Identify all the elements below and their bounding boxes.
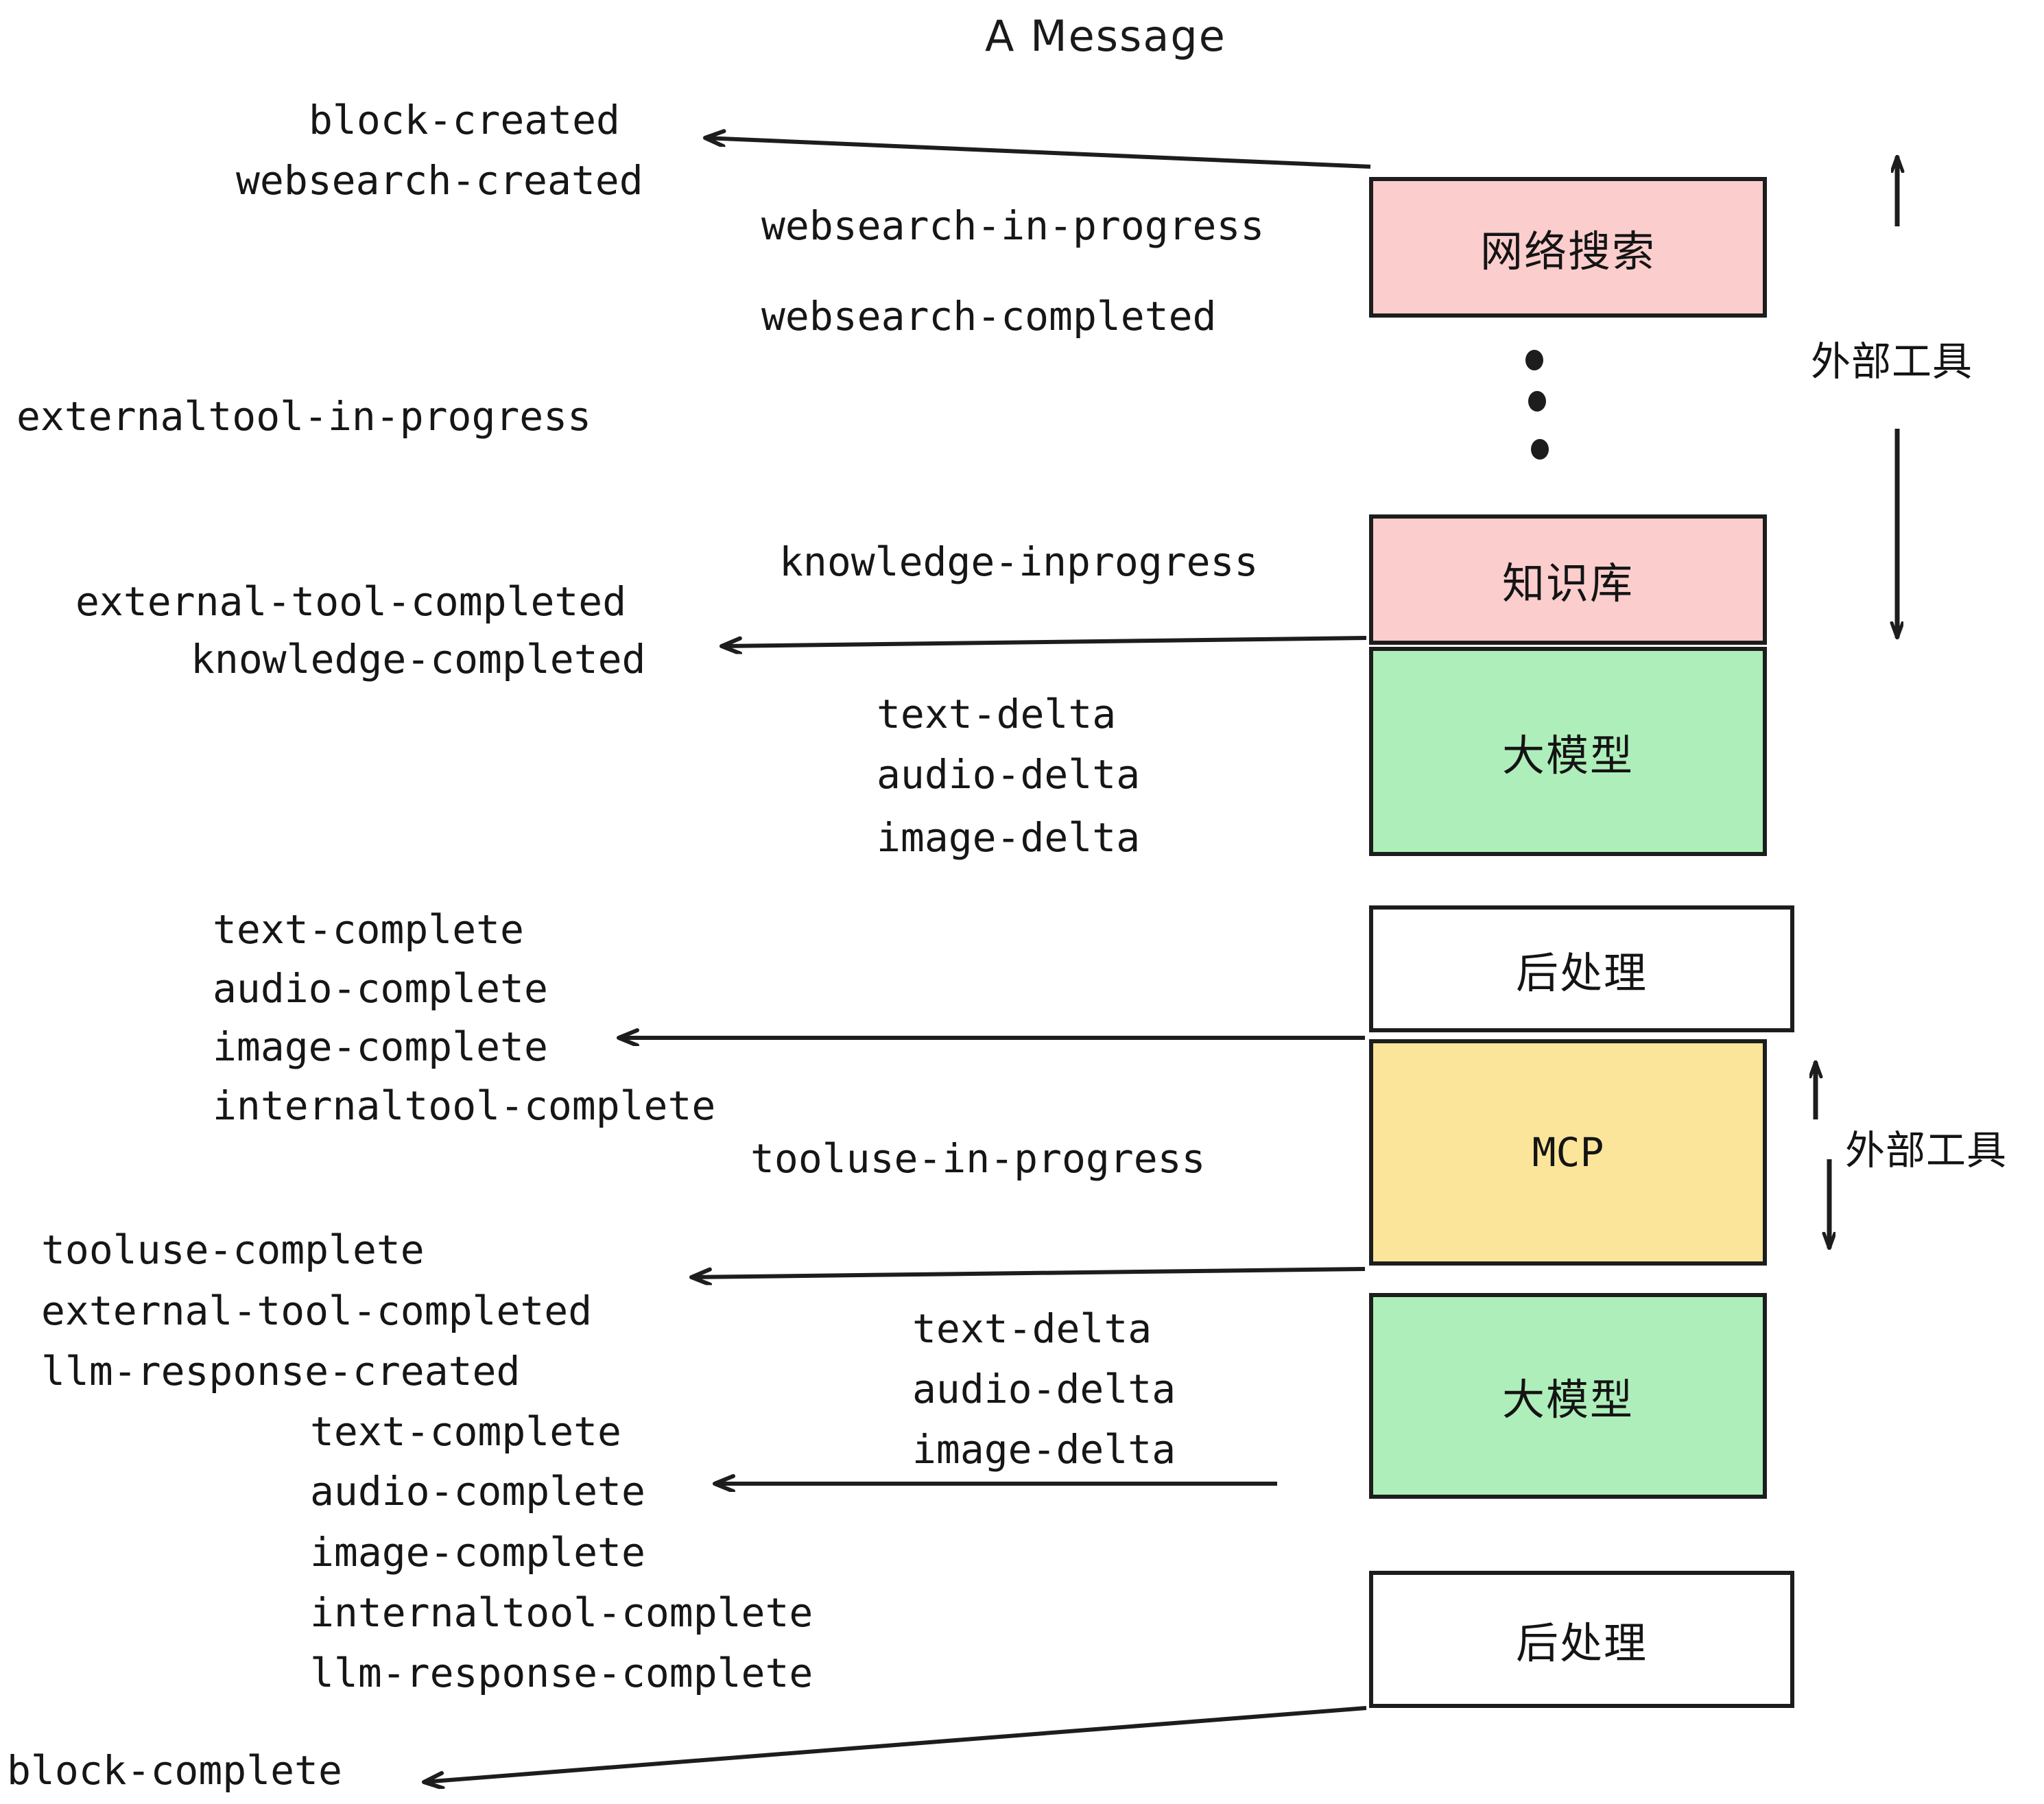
node-llm-1[interactable]: 大模型 [1369,647,1767,856]
event-text-delta-2: text-delta [912,1305,1152,1352]
event-internaltool-complete-1: internaltool-complete [213,1082,716,1129]
event-external-tool-completed-2: external-tool-completed [41,1287,593,1334]
event-text-delta-1: text-delta [877,691,1117,737]
event-websearch-created: websearch-created [236,157,643,204]
node-llm-2-label: 大模型 [1501,1375,1634,1425]
node-postprocess-1[interactable]: 后处理 [1369,905,1794,1032]
event-block-complete: block-complete [7,1747,342,1794]
node-postprocess-2-label: 后处理 [1515,1618,1648,1668]
event-block-created: block-created [309,97,620,143]
node-llm-1-label: 大模型 [1501,730,1634,781]
event-audio-complete-2: audio-complete [310,1468,645,1515]
event-llm-response-complete: llm-response-complete [310,1650,813,1696]
event-audio-delta-2: audio-delta [912,1366,1176,1412]
node-mcp-label: MCP [1532,1129,1604,1176]
event-image-complete-2: image-complete [310,1529,645,1576]
event-tooluse-complete: tooluse-complete [41,1226,425,1273]
node-postprocess-1-label: 后处理 [1515,947,1648,998]
arrow-knowledge-to-completed [722,636,1367,646]
event-tooluse-in-progress: tooluse-in-progress [750,1135,1206,1182]
side-label-external-tools-mcp: 外部工具 [1845,1127,2008,1174]
event-externaltool-in-progress: externaltool-in-progress [16,393,592,440]
event-knowledge-completed: knowledge-completed [191,636,646,683]
event-image-delta-2: image-delta [912,1426,1176,1473]
event-external-tool-completed-1: external-tool-completed [75,578,627,625]
ellipsis-dot-1 [1525,350,1543,370]
event-websearch-in-progress: websearch-in-progress [761,202,1265,249]
node-mcp[interactable]: MCP [1369,1039,1767,1266]
event-image-delta-1: image-delta [877,814,1141,861]
event-text-complete-1: text-complete [213,906,524,953]
event-llm-response-created: llm-response-created [41,1348,521,1394]
node-websearch[interactable]: 网络搜索 [1369,177,1767,318]
page-title: A Message [985,11,1226,61]
event-text-complete-2: text-complete [310,1408,621,1455]
event-image-complete-1: image-complete [213,1023,548,1070]
event-internaltool-complete-2: internaltool-complete [310,1589,813,1636]
node-knowledge-label: 知识库 [1501,558,1634,608]
ellipsis-dot-3 [1531,439,1549,460]
node-websearch-label: 网络搜索 [1479,226,1656,276]
event-websearch-completed: websearch-completed [761,293,1217,340]
node-llm-2[interactable]: 大模型 [1369,1293,1767,1499]
node-postprocess-2[interactable]: 后处理 [1369,1571,1794,1708]
arrow-websearch-to-created [705,138,1371,169]
arrow-mcp-to-tooluse-complete [691,1267,1366,1277]
arrow-post2-to-block-complete [424,1706,1367,1782]
side-label-external-tools-top: 外部工具 [1811,338,1973,385]
event-knowledge-inprogress: knowledge-inprogress [779,538,1259,585]
event-audio-delta-1: audio-delta [877,751,1141,798]
node-knowledge[interactable]: 知识库 [1369,514,1767,645]
event-audio-complete-1: audio-complete [213,965,548,1012]
ellipsis-dot-2 [1528,391,1546,412]
